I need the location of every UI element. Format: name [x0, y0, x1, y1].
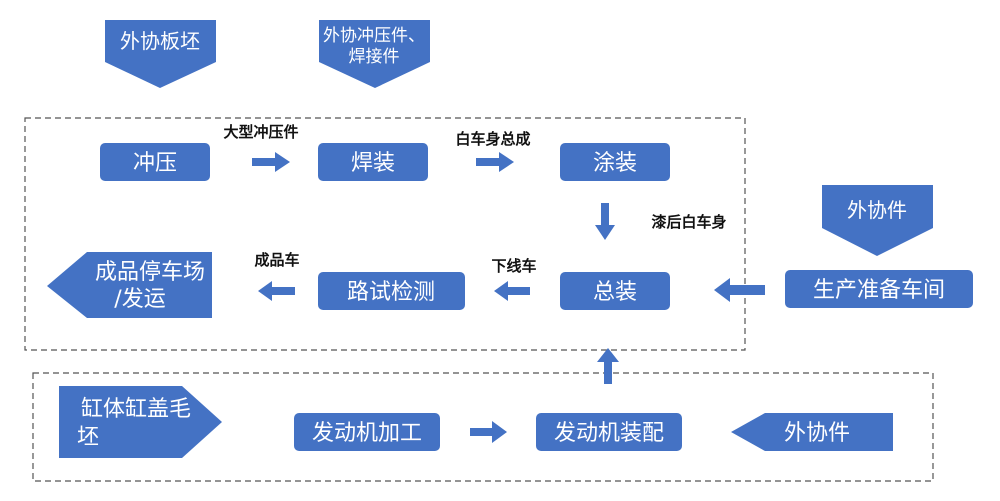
arrow-welding-to-painting	[476, 152, 514, 172]
vehicle-plant-frame	[24, 117, 746, 351]
outsourced-stamp-weld-label-1: 外协冲压件、	[323, 26, 425, 46]
arrow-machining-to-engine-assembly	[470, 421, 507, 443]
block-head-label-2: 坯	[77, 425, 99, 450]
arrow-painting-to-assembly	[595, 203, 615, 240]
road-test-label: 路试检测	[347, 280, 435, 305]
label-offline-vehicle: 下线车	[491, 257, 536, 275]
assembly-node: 总装	[560, 272, 670, 310]
arrow-road-test-to-lot	[258, 281, 295, 301]
engine-assembly-node: 发动机装配	[536, 413, 682, 451]
arrow-assembly-to-road-test	[494, 281, 530, 301]
block-head-node: 缸体缸盖毛 坯	[59, 386, 222, 458]
engine-machining-node: 发动机加工	[294, 413, 440, 451]
engine-plant-frame	[32, 372, 934, 482]
finished-lot-node: 成品停车场 /发运	[47, 252, 212, 318]
welding-node: 焊装	[318, 143, 428, 181]
engine-outsourced-label: 外协件	[784, 421, 850, 446]
arrow-engine-to-assembly	[597, 348, 619, 384]
engine-machining-label: 发动机加工	[312, 421, 422, 446]
outsourced-stamp-weld-node: 外协冲压件、 焊接件	[319, 20, 430, 88]
label-finished-vehicle: 成品车	[254, 251, 299, 269]
finished-lot-label-1: 成品停车场	[95, 260, 205, 285]
stamping-node: 冲压	[100, 143, 210, 181]
finished-lot-label-2: /发运	[114, 287, 165, 312]
road-test-node: 路试检测	[318, 272, 465, 310]
outsourced-blank-label: 外协板坯	[120, 29, 200, 53]
outsourced-parts-right-node: 外协件	[822, 185, 933, 256]
prep-workshop-node: 生产准备车间	[785, 270, 973, 308]
arrow-prep-to-assembly	[714, 278, 765, 302]
assembly-label: 总装	[593, 280, 637, 305]
prep-workshop-label: 生产准备车间	[813, 278, 945, 303]
welding-label: 焊装	[351, 151, 395, 176]
label-painted-body: 漆后白车身	[651, 213, 726, 231]
painting-label: 涂装	[593, 151, 637, 176]
stamping-label: 冲压	[133, 151, 177, 176]
outsourced-parts-right-label: 外协件	[847, 198, 907, 222]
outsourced-blank-node: 外协板坯	[105, 20, 216, 88]
engine-outsourced-node: 外协件	[731, 413, 893, 451]
arrow-stamping-to-welding	[252, 152, 290, 172]
label-large-stamped-parts: 大型冲压件	[223, 123, 298, 141]
outsourced-stamp-weld-label-2: 焊接件	[349, 47, 400, 67]
painting-node: 涂装	[560, 143, 670, 181]
block-head-label-1: 缸体缸盖毛	[81, 397, 191, 422]
engine-assembly-label: 发动机装配	[554, 421, 664, 446]
label-body-in-white: 白车身总成	[455, 130, 530, 148]
